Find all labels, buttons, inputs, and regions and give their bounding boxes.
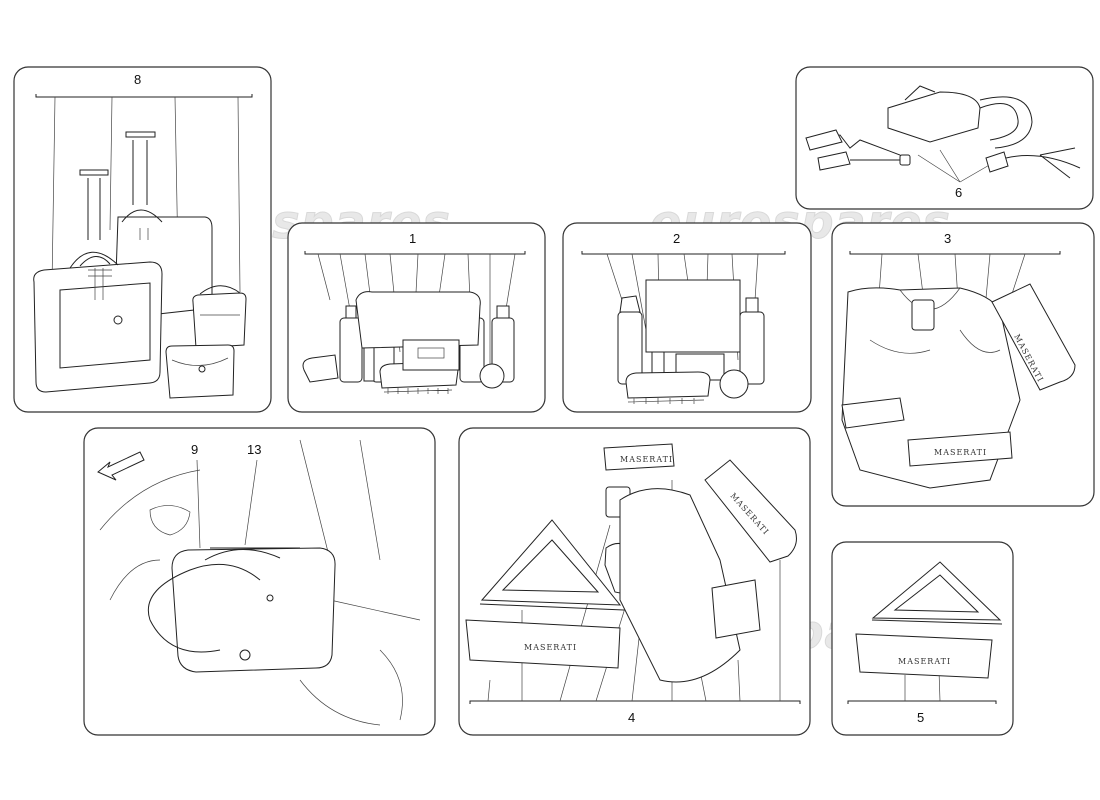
pouch [841, 397, 905, 429]
callout-8: 8 [134, 72, 141, 87]
panel-emergency-kit: 4 MASERATI MASERATI MASERATI [458, 427, 811, 736]
brand-logo-text: MASERATI [524, 643, 577, 652]
tag [911, 299, 935, 331]
brand-logo-text: MASERATI [620, 455, 673, 464]
sponge [479, 363, 505, 389]
callout-6: 6 [955, 185, 962, 200]
panel-installed-bag: 9 13 [83, 427, 436, 736]
sponge [719, 369, 749, 399]
pouch [711, 579, 761, 639]
callout-3: 3 [944, 231, 951, 246]
brush [625, 371, 711, 404]
warning-triangle [871, 561, 1003, 625]
panel-triangle: 5 MASERATI [831, 541, 1014, 736]
lighter-plug-cable [985, 147, 1081, 179]
brand-logo-text: MASERATI [934, 448, 987, 457]
panel-charger: 6 [795, 66, 1094, 210]
battery-charger-unit [887, 85, 1033, 149]
cleaning-cloth [645, 279, 741, 353]
panel-cover: 3 MASERATI MASERATI [831, 222, 1095, 507]
safety-vest [619, 488, 741, 683]
panel-care-kit-a: 1 [287, 222, 546, 413]
direction-arrow-icon [97, 451, 145, 481]
pouch [302, 354, 339, 383]
panel-care-kit-b: 2 [562, 222, 812, 413]
leaflet [402, 339, 460, 371]
callout-13: 13 [247, 442, 261, 457]
triangle-case: MASERATI [465, 619, 621, 669]
cleaning-cloth [355, 291, 481, 349]
triangle-case: MASERATI [855, 633, 993, 679]
bag-installed [148, 547, 336, 673]
tool-strip: MASERATI [907, 431, 1013, 467]
panel-luggage: 8 [13, 66, 272, 413]
vest-bag: MASERATI [704, 459, 797, 563]
clamp-cable [805, 129, 911, 171]
callout-9: 9 [191, 442, 198, 457]
trolley-case-small [79, 169, 109, 240]
bottle [617, 295, 765, 385]
small-pouch [165, 344, 235, 399]
brand-logo-text: MASERATI [898, 657, 951, 666]
small-bag-right [192, 285, 247, 349]
callout-5: 5 [917, 710, 924, 725]
callout-2: 2 [673, 231, 680, 246]
briefcase-large [33, 251, 163, 393]
vehicle-interior-outline [99, 439, 421, 726]
callout-1: 1 [409, 231, 416, 246]
warning-triangle [479, 519, 625, 611]
tool-strip: MASERATI [603, 443, 675, 471]
callout-4: 4 [628, 710, 635, 725]
